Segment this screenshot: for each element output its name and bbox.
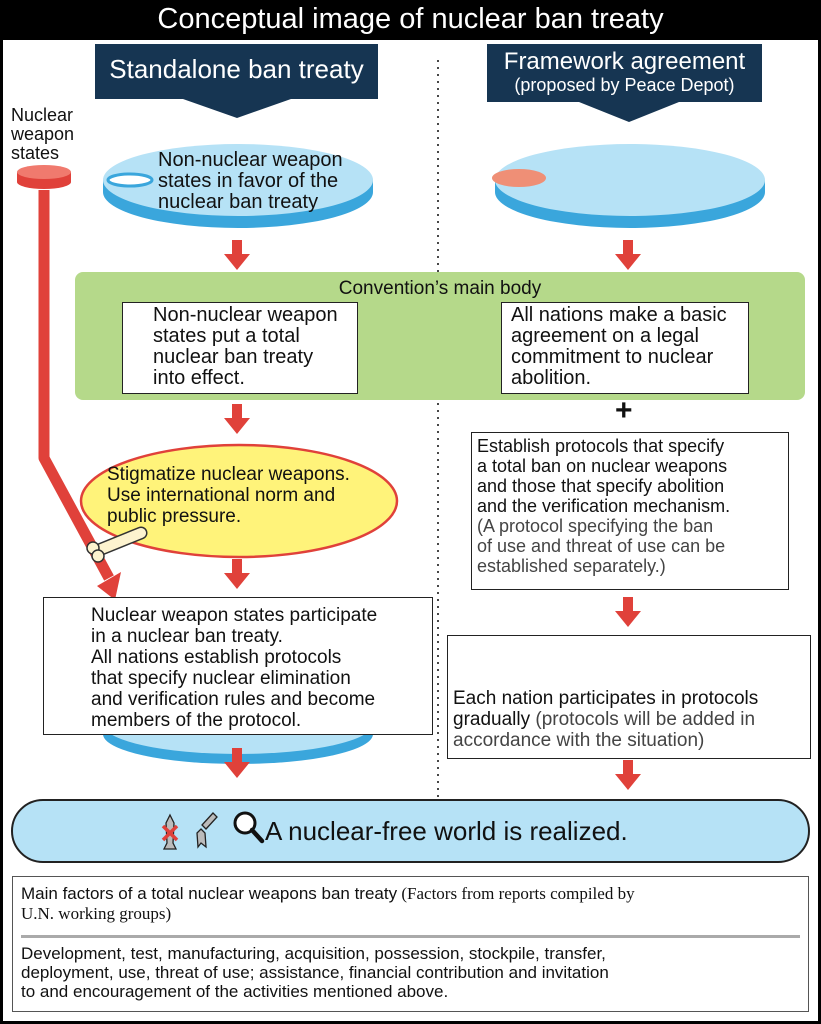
bone-icon — [86, 526, 148, 563]
page-title: Conceptual image of nuclear ban treaty — [157, 3, 664, 35]
box-line: nuclear ban treaty — [153, 346, 314, 368]
box-line: states put a total — [153, 325, 300, 347]
ellipse-line: Stigmatize nuclear weapons. — [107, 464, 350, 485]
factors-source: (Factors from reports compiled by — [397, 884, 635, 903]
left-disk-label: Non-nuclear weapon states in favor of th… — [158, 150, 343, 213]
diagram-canvas: Standalone ban treaty Framework agreemen… — [3, 40, 818, 1021]
left-banner-shape — [95, 44, 378, 118]
right-main-box-text: All nations make a basic agreement on a … — [511, 305, 727, 389]
result-text: A nuclear-free world is realized. — [265, 816, 628, 846]
nws-label-line: states — [11, 143, 60, 163]
convention-band-label: Convention’s main body — [338, 278, 542, 299]
right-main-box — [501, 302, 749, 394]
box-line: All nations make a basic — [511, 304, 727, 326]
disk-label-line: Non-nuclear weapon — [158, 149, 343, 171]
participates-lead: gradually — [453, 709, 531, 730]
arrow-right-3 — [615, 760, 641, 790]
factors-line: deployment, use, threat of use; assistan… — [21, 963, 609, 982]
arrow-right-2 — [615, 597, 641, 627]
box-line: Non-nuclear weapon — [153, 304, 338, 326]
nws-path-arrow — [38, 190, 114, 581]
box-line: commitment to nuclear — [511, 346, 714, 368]
protocols-note-line: (A protocol specifying the ban — [477, 516, 714, 536]
protocols-line: a total ban on nuclear weapons — [477, 456, 728, 476]
factors-line: Development, test, manufacturing, acquis… — [21, 944, 606, 963]
box-line: into effect. — [153, 367, 245, 389]
protocols-text: Establish protocols that specify a total… — [477, 436, 730, 576]
nws-label-line: weapon — [11, 124, 75, 144]
nws-disc — [17, 165, 71, 189]
arrow-left-2 — [224, 404, 250, 434]
nws-label: Nuclear weapon states — [11, 106, 74, 163]
participates-line: Each nation participates in protocols — [453, 688, 759, 709]
left-bottom-text: Nuclear weapon states participate in a n… — [91, 605, 377, 731]
bottom-line: and verification rules and become — [91, 689, 376, 710]
stigmatize-ellipse — [79, 443, 399, 559]
right-top-disk — [492, 144, 765, 228]
left-bottom-box — [43, 597, 433, 735]
protocols-note-line: established separately.) — [477, 556, 666, 576]
bottom-line: All nations establish protocols — [91, 647, 342, 668]
factors-title: Main factors of a total nuclear weapons … — [21, 884, 398, 903]
arrow-right-1 — [615, 240, 641, 270]
left-top-disk — [103, 144, 373, 228]
ellipse-line: public pressure. — [107, 506, 242, 527]
box-line: agreement on a legal — [511, 325, 699, 347]
ellipse-line: Use international norm and — [107, 485, 336, 506]
right-banner-shape — [487, 44, 762, 122]
box-line: abolition. — [511, 367, 592, 389]
bottom-line: Nuclear weapon states participate — [91, 605, 378, 626]
protocols-box — [471, 432, 789, 590]
arrow-left-3 — [224, 559, 250, 589]
factors-body: Development, test, manufacturing, acquis… — [21, 944, 806, 1001]
protocols-line: and the verification mechanism. — [477, 496, 731, 516]
protocols-note-line: of use and threat of use can be — [477, 536, 726, 556]
arrow-left-1 — [224, 240, 250, 270]
factors-source: U.N. working groups) — [21, 904, 172, 923]
factors-divider — [21, 935, 800, 938]
protocols-line: Establish protocols that specify — [477, 436, 725, 456]
right-banner-line2: (proposed by Peace Depot) — [514, 75, 735, 95]
participates-box — [447, 635, 811, 759]
factors-line: to and encouragement of the activities m… — [21, 982, 449, 1001]
disk-label-line: nuclear ban treaty — [158, 191, 319, 213]
bottom-line: that specify nuclear elimination — [91, 668, 351, 689]
bottom-line: members of the protocol. — [91, 710, 302, 731]
factors-heading: Main factors of a total nuclear weapons … — [21, 884, 806, 924]
left-main-box — [122, 302, 358, 394]
left-main-box-text: Non-nuclear weapon states put a total nu… — [153, 305, 338, 389]
nws-label-line: Nuclear — [11, 105, 74, 125]
participates-note: accordance with the situation) — [453, 730, 705, 751]
left-banner-label: Standalone ban treaty — [109, 54, 364, 84]
stigmatize-text: Stigmatize nuclear weapons. Use internat… — [107, 464, 350, 527]
participates-note: (protocols will be added in — [530, 709, 756, 730]
participates-text: Each nation participates in protocols gr… — [453, 688, 758, 751]
right-banner-line1: Framework agreement — [503, 48, 746, 75]
bottom-line: in a nuclear ban treaty. — [91, 626, 283, 647]
disk-label-line: states in favor of the — [158, 170, 339, 192]
protocols-line: and those that specify abolition — [477, 476, 725, 496]
factors-box — [12, 876, 809, 1012]
right-banner: Framework agreement (proposed by Peace D… — [487, 48, 762, 96]
plus-sign: + — [615, 394, 633, 427]
